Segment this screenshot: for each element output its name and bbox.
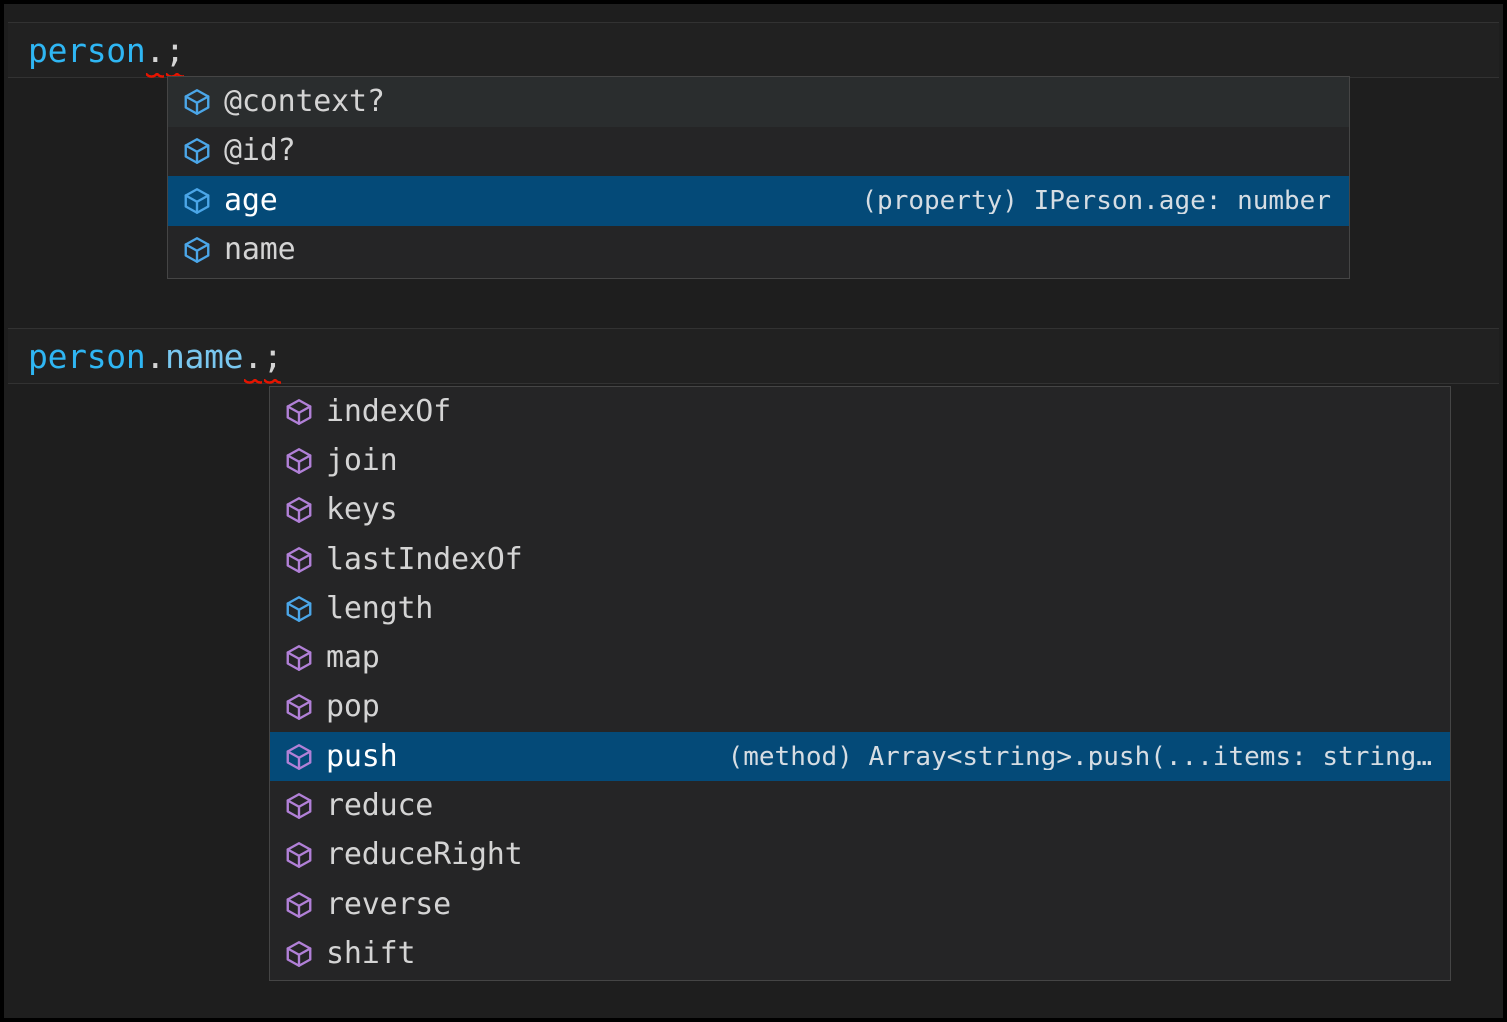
suggest-item-detail: (method) Array<string>.push(...items: st… bbox=[727, 743, 1432, 770]
suggest-item-name[interactable]: name bbox=[168, 225, 1349, 275]
property-cube-icon bbox=[180, 134, 214, 168]
property-cube-icon bbox=[180, 85, 214, 119]
suggest-widget-2[interactable]: indexOf join keys lastIndexOf length map pop pu… bbox=[269, 386, 1451, 981]
method-cube-icon bbox=[282, 641, 316, 675]
suggest-item-label: indexOf bbox=[326, 393, 452, 429]
code-token-identifier: person bbox=[28, 31, 146, 70]
method-cube-icon bbox=[282, 937, 316, 971]
suggest-item-detail: (property) IPerson.age: number bbox=[861, 187, 1331, 214]
suggest-item-label: age bbox=[224, 182, 278, 218]
code-line-2[interactable]: person.name.; bbox=[28, 335, 283, 386]
suggest-item-map[interactable]: map bbox=[270, 633, 1450, 683]
code-token-punct-error: ; bbox=[165, 29, 185, 80]
suggest-item-keys[interactable]: keys bbox=[270, 485, 1450, 535]
suggest-item-pop[interactable]: pop bbox=[270, 682, 1450, 733]
method-cube-icon bbox=[282, 838, 316, 872]
suggest-item-label: @id? bbox=[224, 133, 296, 169]
method-cube-icon bbox=[282, 543, 316, 577]
code-editor-surface[interactable]: person.; person.name.; @context?@id?age(… bbox=[4, 4, 1503, 1018]
code-line-1[interactable]: person.; bbox=[28, 29, 185, 80]
suggest-widget-1[interactable]: @context? @id? age (property) IPerson.age: … bbox=[167, 76, 1350, 279]
suggest-item-label: reduceRight bbox=[326, 837, 523, 873]
method-cube-icon bbox=[282, 740, 316, 774]
suggest-item-label: lastIndexOf bbox=[326, 541, 523, 577]
suggest-item-label: reverse bbox=[326, 886, 452, 922]
property-cube-icon bbox=[180, 184, 214, 218]
suggest-item-id[interactable]: @id? bbox=[168, 126, 1349, 176]
suggest-item-age[interactable]: age (property) IPerson.age: number bbox=[168, 176, 1349, 226]
suggest-item-join[interactable]: join bbox=[270, 436, 1450, 486]
current-line-highlight-2 bbox=[8, 328, 1499, 384]
code-token-identifier: person bbox=[28, 337, 146, 376]
suggest-item-indexof[interactable]: indexOf bbox=[270, 387, 1450, 437]
code-token-punct-error: . bbox=[243, 335, 263, 386]
code-token-punct-error: ; bbox=[263, 335, 283, 386]
suggest-item-label: push bbox=[326, 738, 398, 774]
method-cube-icon bbox=[282, 493, 316, 527]
property-cube-icon bbox=[180, 233, 214, 267]
method-cube-icon bbox=[282, 395, 316, 429]
property-cube-icon bbox=[282, 592, 316, 626]
method-cube-icon bbox=[282, 789, 316, 823]
suggest-item-label: length bbox=[326, 590, 434, 626]
suggest-item-shift[interactable]: shift bbox=[270, 929, 1450, 979]
suggest-item-label: pop bbox=[326, 689, 380, 725]
suggest-item-reduceright[interactable]: reduceRight bbox=[270, 830, 1450, 880]
suggest-item-label: shift bbox=[326, 935, 416, 971]
suggest-item-label: map bbox=[326, 640, 380, 676]
method-cube-icon bbox=[282, 888, 316, 922]
suggest-item-reduce[interactable]: reduce bbox=[270, 781, 1450, 831]
suggest-item-label: @context? bbox=[224, 83, 385, 119]
method-cube-icon bbox=[282, 690, 316, 724]
suggest-item-context[interactable]: @context? bbox=[168, 77, 1349, 127]
suggest-item-lastindexof[interactable]: lastIndexOf bbox=[270, 534, 1450, 585]
method-cube-icon bbox=[282, 444, 316, 478]
current-line-highlight-1 bbox=[8, 22, 1499, 78]
code-token-property: name bbox=[164, 337, 244, 376]
suggest-item-reverse[interactable]: reverse bbox=[270, 879, 1450, 930]
code-token-punct: . bbox=[145, 337, 165, 376]
suggest-item-label: name bbox=[224, 232, 296, 268]
suggest-item-push[interactable]: push (method) Array<string>.push(...items… bbox=[270, 732, 1450, 782]
code-token-punct-error: . bbox=[145, 29, 165, 80]
suggest-item-length[interactable]: length bbox=[270, 584, 1450, 634]
suggest-item-label: keys bbox=[326, 492, 398, 528]
suggest-item-label: join bbox=[326, 442, 398, 478]
suggest-item-label: reduce bbox=[326, 788, 434, 824]
